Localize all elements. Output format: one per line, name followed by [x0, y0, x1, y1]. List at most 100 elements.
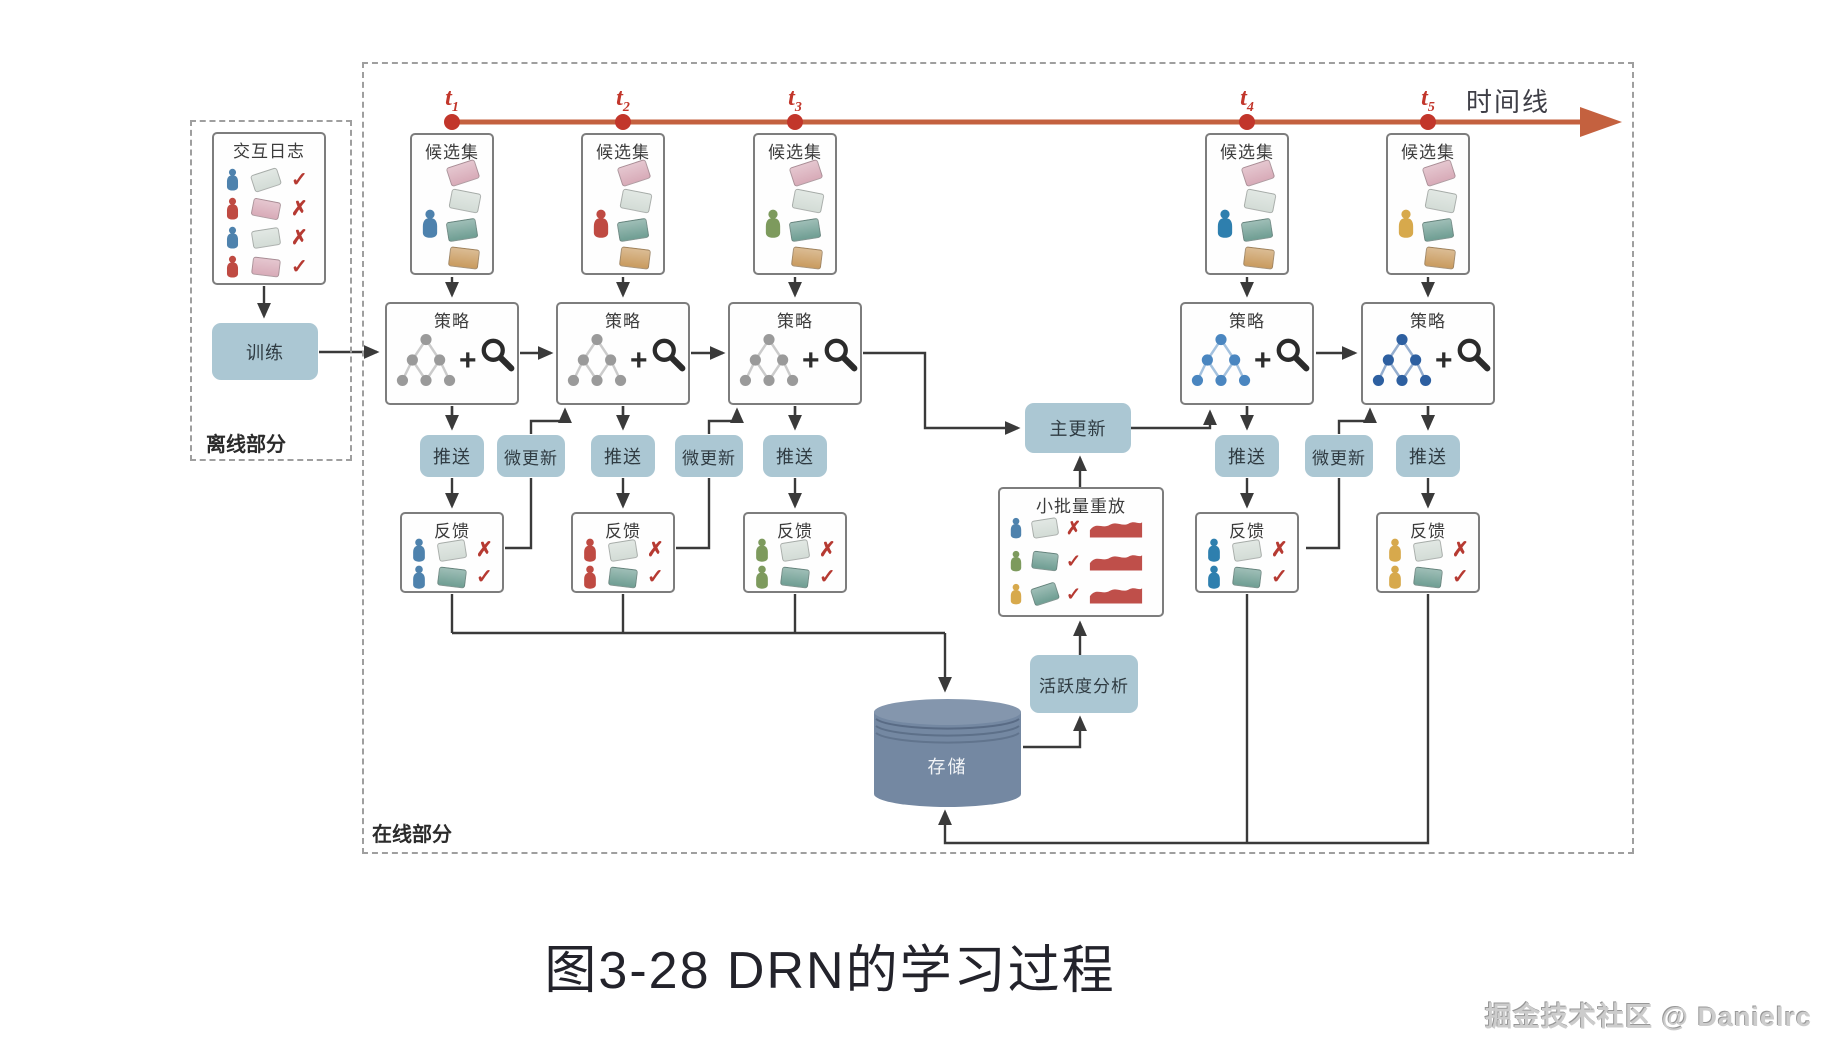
- feedback-row: ✓: [753, 565, 836, 589]
- document-icon: [788, 217, 822, 243]
- candidate-set-box-t2: 候选集: [581, 133, 665, 275]
- micro-update-box-1: 微更新: [497, 435, 565, 477]
- candidate-set-title: 候选集: [1401, 143, 1455, 162]
- feedback-row: ✗: [410, 538, 493, 562]
- person-icon: [1386, 565, 1404, 589]
- check-icon: ✓: [1452, 566, 1469, 588]
- person-icon: [410, 565, 428, 589]
- interaction-log-title: 交互日志: [233, 142, 305, 161]
- cross-icon: ✗: [291, 226, 308, 249]
- feedback-row: ✓: [410, 565, 493, 589]
- feedback-row: ✗: [581, 538, 664, 562]
- feedback-row: ✗: [1386, 538, 1469, 562]
- person-icon: [1386, 538, 1404, 562]
- strategy-box-t4: 策略 +: [1180, 302, 1314, 405]
- document-icon: [1412, 538, 1444, 562]
- online-section-label: 在线部分: [372, 824, 452, 846]
- magnifier-icon: [822, 337, 860, 375]
- feedback-row: ✓: [1386, 565, 1469, 589]
- document-icon: [445, 158, 481, 188]
- timeline-label: 时间线: [1466, 87, 1551, 117]
- candidate-set-box-t4: 候选集: [1205, 133, 1289, 275]
- document-icon: [436, 565, 468, 589]
- check-icon: ✓: [1066, 584, 1082, 604]
- plus-icon: +: [630, 344, 648, 377]
- document-icon: [1421, 217, 1455, 243]
- figure-caption: 图3-28 DRN的学习过程: [544, 942, 1116, 1000]
- feedback-box-t2: 反馈 ✗ ✓: [571, 512, 675, 593]
- strategy-title: 策略: [434, 312, 470, 331]
- document-icon: [788, 158, 824, 188]
- document-icon: [616, 217, 650, 243]
- wave-icon: [1089, 518, 1143, 539]
- log-row: ✓: [224, 255, 308, 278]
- strategy-box-t1: 策略 +: [385, 302, 519, 405]
- replay-row: ✗: [1008, 517, 1143, 539]
- minibatch-replay-title: 小批量重放: [1036, 497, 1126, 516]
- plus-icon: +: [802, 344, 820, 377]
- document-icon: [791, 188, 825, 214]
- major-update-box: 主更新: [1025, 403, 1131, 453]
- tick-t2: t2: [616, 85, 630, 115]
- document-icon: [607, 538, 639, 562]
- train-box: 训练: [212, 323, 318, 380]
- online-section-frame: [362, 62, 1634, 854]
- micro-update-box-2: 微更新: [675, 435, 743, 477]
- strategy-box-t2: 策略 +: [556, 302, 690, 405]
- check-icon: ✓: [819, 566, 836, 588]
- document-icon: [447, 246, 481, 270]
- plus-icon: +: [459, 344, 477, 377]
- replay-row: ✓: [1008, 550, 1143, 572]
- activity-analysis-box: 活跃度分析: [1030, 655, 1138, 713]
- person-icon: [1214, 209, 1236, 238]
- check-icon: ✓: [476, 566, 493, 588]
- cross-icon: ✗: [1066, 518, 1082, 538]
- person-icon: [1205, 565, 1223, 589]
- cross-icon: ✗: [819, 539, 836, 561]
- document-icon: [1231, 565, 1263, 589]
- document-icon: [790, 246, 824, 270]
- document-icon: [619, 188, 653, 214]
- tree-icon: [1371, 332, 1433, 388]
- wave-icon: [1089, 551, 1143, 572]
- feedback-title: 反馈: [777, 522, 813, 541]
- check-icon: ✓: [291, 255, 308, 278]
- tree-icon: [566, 332, 628, 388]
- document-icon: [1421, 158, 1457, 188]
- storage-label: 存储: [927, 757, 968, 777]
- cross-icon: ✗: [1271, 539, 1288, 561]
- document-icon: [250, 196, 282, 221]
- check-icon: ✓: [1271, 566, 1288, 588]
- strategy-title: 策略: [777, 312, 813, 331]
- push-box-t5: 推送: [1396, 435, 1460, 477]
- document-icon: [448, 188, 482, 214]
- document-icon: [1240, 217, 1274, 243]
- check-icon: ✓: [647, 566, 664, 588]
- strategy-title: 策略: [605, 312, 641, 331]
- candidate-set-title: 候选集: [768, 143, 822, 162]
- person-icon: [1205, 538, 1223, 562]
- person-icon: [1008, 550, 1024, 572]
- document-icon: [436, 538, 468, 562]
- log-row: ✗: [224, 226, 308, 249]
- feedback-title: 反馈: [1410, 522, 1446, 541]
- document-icon: [249, 166, 283, 193]
- watermark: 掘金技术社区 @ Danielrc: [1485, 1002, 1812, 1032]
- person-icon: [1008, 517, 1024, 539]
- document-icon: [616, 158, 652, 188]
- minibatch-replay-box: 小批量重放 ✗ ✓ ✓: [998, 487, 1164, 617]
- wave-icon: [1089, 584, 1143, 605]
- push-box-t1: 推送: [420, 435, 484, 477]
- candidate-set-box-t5: 候选集: [1386, 133, 1470, 275]
- feedback-box-t5: 反馈 ✗ ✓: [1376, 512, 1480, 593]
- check-icon: ✓: [1066, 551, 1082, 571]
- candidate-set-box-t3: 候选集: [753, 133, 837, 275]
- document-icon: [251, 255, 281, 278]
- strategy-title: 策略: [1410, 312, 1446, 331]
- feedback-title: 反馈: [1229, 522, 1265, 541]
- document-icon: [1243, 188, 1277, 214]
- interaction-log-panel: 交互日志 ✓ ✗ ✗ ✓: [212, 132, 326, 285]
- push-box-t3: 推送: [763, 435, 827, 477]
- tick-t3: t3: [788, 85, 802, 115]
- push-box-t4: 推送: [1215, 435, 1279, 477]
